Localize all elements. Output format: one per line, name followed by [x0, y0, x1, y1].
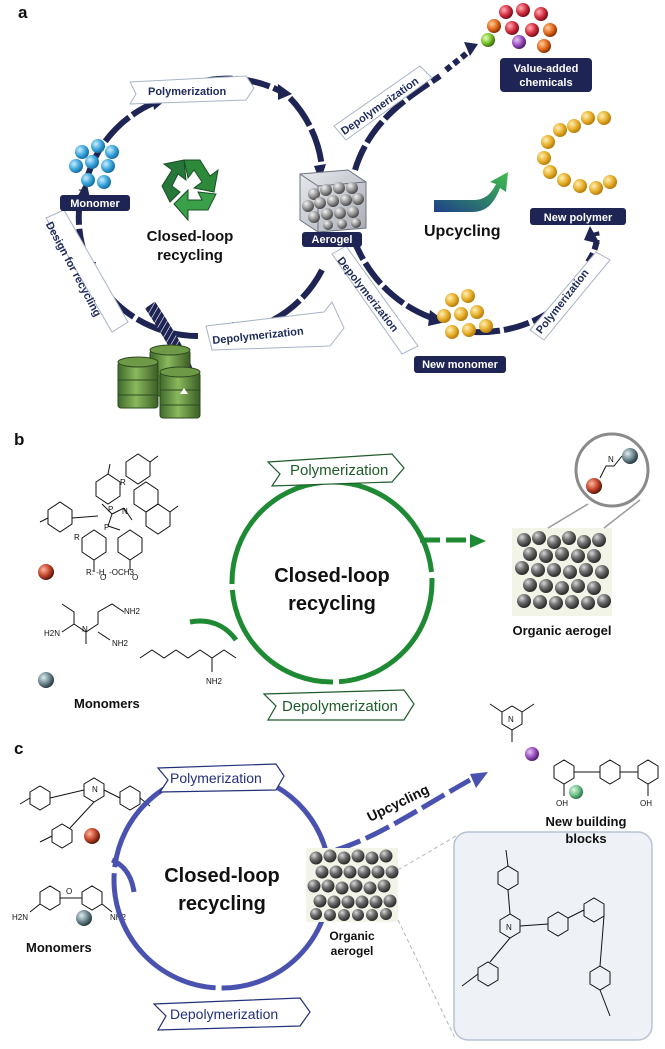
network-zoom-inset: N: [397, 831, 653, 1041]
amine-structures: NH2 H2N NH2 N NH2: [44, 603, 237, 686]
amine-label-4: NH2: [206, 677, 223, 686]
amine-label-3: NH2: [112, 639, 129, 648]
new-monomer-cluster: [437, 289, 493, 339]
chem-p-1: P: [108, 505, 113, 514]
closed-loop-title-b-1: Closed-loop: [274, 565, 390, 587]
ribbon-design-for-recycling: Design for recycling: [43, 209, 129, 333]
panel-c: c N O H2N NH2 Monomers: [12, 703, 659, 1041]
triazine-aldehyde-structure: N: [19, 777, 151, 849]
upcycling-text-c: Upcycling: [364, 781, 431, 825]
new-building-blocks-2: blocks: [565, 831, 606, 846]
closed-loop-title-a-1: Closed-loop: [147, 228, 234, 245]
panel-b: b R P N P R O: [14, 430, 650, 721]
chem-p-2: P: [104, 523, 109, 532]
product-oh-1: OH: [556, 799, 568, 808]
chemicals-cluster: [481, 3, 557, 53]
panel-c-upcycling-arrow: [335, 772, 488, 853]
r-substituent-text: R: -H, -OCH3: [86, 568, 135, 577]
diamine-h2n: H2N: [12, 913, 28, 922]
closed-loop-title-c-1: Closed-loop: [164, 865, 280, 887]
amine-monomer-ball-c: [76, 910, 92, 926]
closed-loop-title-b-2: recycling: [288, 593, 376, 615]
panel-b-letter: b: [14, 430, 24, 449]
diamine-o: O: [66, 887, 72, 896]
new-polymer-tag: New polymer: [530, 208, 626, 225]
chemicals-tag-line1: Value-added: [514, 63, 579, 75]
organic-aerogel-b: [512, 528, 612, 616]
ribbon-polymerization-b: Polymerization: [266, 453, 405, 487]
chem-o-2: O: [132, 573, 138, 582]
chem-r-2: R: [74, 533, 80, 542]
ribbon-polymerization-c: Polymerization: [156, 763, 285, 793]
triazine-n-c: N: [92, 785, 98, 794]
aerogel-tag: Aerogel: [302, 232, 362, 247]
product-oh-2: OH: [640, 799, 652, 808]
recycle-icon: [161, 159, 219, 222]
organic-aerogel-c: [306, 848, 399, 922]
amine-monomer-ball: [38, 672, 54, 688]
monomers-label-c: Monomers: [26, 940, 92, 955]
ribbon-depolymerization-a-bottom: Depolymerization: [205, 301, 345, 351]
chem-o-1: O: [100, 573, 106, 582]
ribbon-polymerization-a: Polymerization: [129, 75, 255, 105]
ribbon-polymerization-a-right: Polymerization: [529, 251, 611, 341]
new-building-blocks-1: New building: [546, 814, 627, 829]
ribbon-depolymerization-a-mid: Depolymerization: [331, 245, 419, 355]
ribbon-polymerization-b-text: Polymerization: [290, 462, 388, 479]
monomer-tag: Monomer: [60, 195, 130, 211]
diamine-structure: O H2N NH2: [12, 885, 127, 922]
panel-a-chemicals-path: [352, 47, 473, 171]
degradation-products: N OH OH: [489, 703, 659, 808]
ribbon-depolymerization-b: Depolymerization: [262, 689, 415, 721]
organic-aerogel-label-c-2: aerogel: [331, 944, 374, 958]
amine-label-2: H2N: [44, 629, 60, 638]
ribbon-depolymerization-c-text: Depolymerization: [170, 1006, 278, 1022]
closed-loop-title-a-2: recycling: [157, 247, 223, 264]
chemicals-tag: Value-added chemicals: [500, 58, 592, 92]
new-polymer-tag-text: New polymer: [544, 212, 613, 224]
panel-b-to-aerogel-arrow: [420, 534, 486, 548]
imine-n-b: N: [608, 455, 614, 464]
monomer-cluster: [69, 139, 119, 189]
product-n: N: [508, 715, 514, 724]
monomers-label-b: Monomers: [74, 696, 140, 711]
aldehyde-monomer-ball: [38, 564, 54, 580]
ribbon-depolymerization-c: Depolymerization: [152, 997, 311, 1031]
monomer-tag-text: Monomer: [70, 198, 120, 210]
aerogel-tag-text: Aerogel: [312, 234, 353, 246]
amine-label-1: NH2: [124, 607, 141, 616]
panel-c-letter: c: [14, 739, 23, 758]
panel-a: a: [18, 3, 626, 419]
ribbon-depolymerization-a-top: Depolymerization: [333, 65, 433, 141]
phosphazene-structure: R P N P R O O: [39, 453, 179, 582]
new-monomer-tag: New monomer: [414, 356, 506, 373]
upcycling-text-a: Upcycling: [424, 223, 500, 240]
ribbon-polymerization-a-text: Polymerization: [148, 86, 227, 98]
new-monomer-tag-text: New monomer: [422, 359, 499, 371]
closed-loop-title-c-2: recycling: [178, 893, 266, 915]
organic-aerogel-label-c-1: Organic: [329, 929, 375, 943]
amine-n: N: [82, 625, 88, 634]
new-polymer-chain: [537, 111, 617, 195]
chem-r-1: R: [120, 478, 126, 487]
chemicals-tag-line2: chemicals: [519, 77, 572, 89]
ribbon-depolymerization-b-text: Depolymerization: [282, 698, 398, 715]
ribbon-polymerization-c-text: Polymerization: [170, 770, 262, 786]
imine-zoom-b: N: [547, 432, 650, 529]
organic-aerogel-label-b: Organic aerogel: [513, 623, 612, 638]
waste-barrels-icon: [117, 344, 201, 419]
inset-n: N: [506, 923, 512, 932]
ribbon-polymerization-a-right-text: Polymerization: [534, 267, 592, 336]
panel-a-letter: a: [18, 3, 28, 22]
chem-n-1: N: [122, 507, 128, 516]
aerogel-cube: [299, 169, 367, 233]
aldehyde-monomer-ball-c: [84, 828, 100, 844]
upcycling-arrow-a: [434, 172, 508, 212]
